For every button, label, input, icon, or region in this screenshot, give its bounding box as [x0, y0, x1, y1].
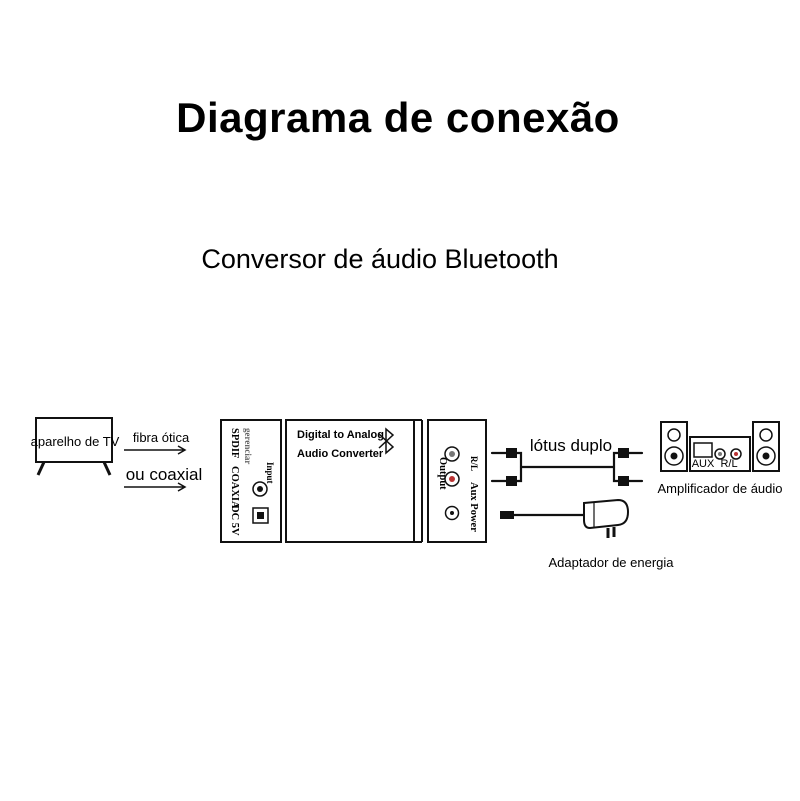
tv-icon — [35, 417, 113, 476]
optical-port-icon — [252, 507, 269, 524]
coaxial-label: ou coaxial — [126, 465, 203, 484]
rca-cable-label: lótus duplo — [530, 436, 612, 455]
dc-label: DC 5V — [229, 505, 240, 536]
aux-label: Aux Power — [468, 482, 479, 532]
converter-box — [285, 419, 423, 543]
amplifier-in-label: AUX — [692, 458, 715, 470]
speaker-left-icon — [660, 421, 688, 472]
amplifier-icon — [689, 436, 751, 472]
power-label: gerenciar — [243, 428, 253, 464]
power-port-icon — [444, 505, 460, 521]
amplifier-rl-label: R/L — [720, 458, 737, 470]
power-adapter-icon — [583, 498, 630, 538]
spdif-label: SPDIF — [229, 428, 240, 458]
output-label: Output — [437, 457, 448, 490]
speaker-right-icon — [752, 421, 780, 472]
optical-arrow-icon — [124, 445, 187, 455]
tv-label: aparelho de TV — [31, 434, 120, 449]
output-panel — [427, 419, 487, 543]
power-adapter-label: Adaptador de energia — [548, 555, 674, 570]
bluetooth-icon — [378, 427, 395, 455]
page-title: Diagrama de conexão — [176, 94, 620, 141]
input-panel — [220, 419, 282, 543]
input-label: Input — [265, 462, 275, 484]
coaxial-arrow-icon — [124, 482, 187, 492]
coaxia-label: COAXIA — [229, 466, 240, 509]
rl-label: R/L — [469, 456, 479, 471]
page-subtitle: Conversor de áudio Bluetooth — [201, 244, 558, 274]
coaxial-port-icon — [252, 481, 268, 497]
rca-left-port-icon — [444, 446, 460, 462]
amplifier-label: Amplificador de áudio — [657, 481, 782, 496]
converter-line1: Digital to Analog — [297, 429, 384, 441]
optical-label: fibra ótica — [133, 430, 190, 445]
rca-cable — [490, 448, 644, 486]
power-cable — [500, 511, 586, 519]
rca-right-port-icon — [444, 471, 460, 487]
converter-line2: Audio Converter — [297, 448, 384, 460]
